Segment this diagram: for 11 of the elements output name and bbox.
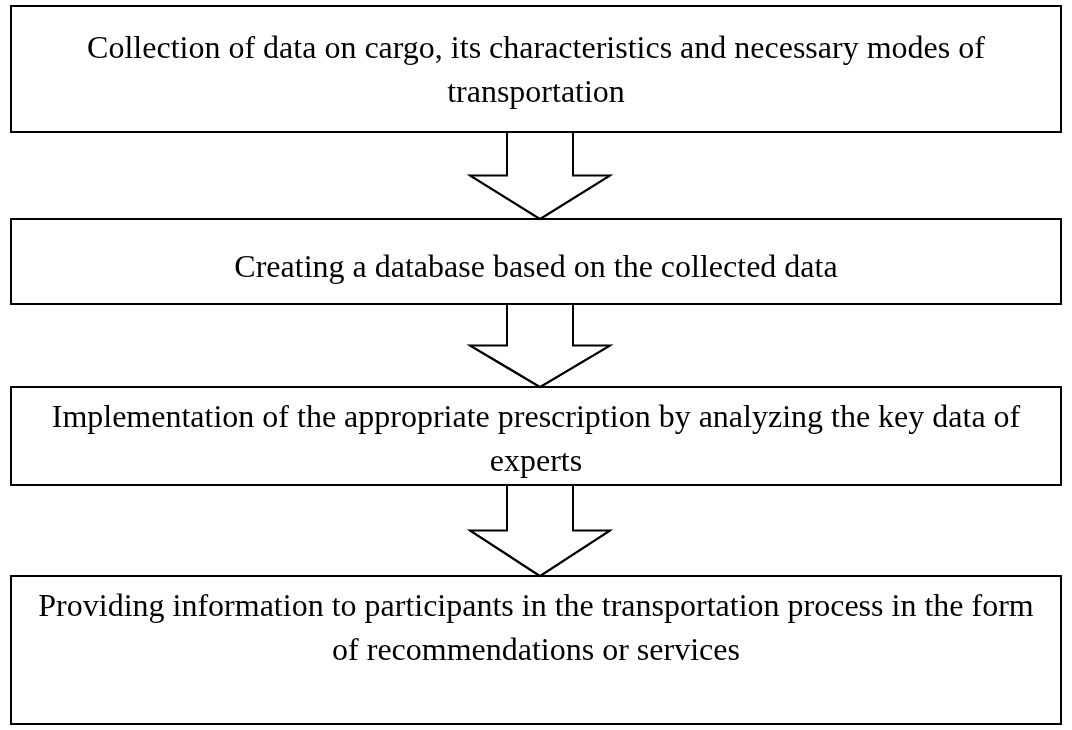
process-box: [10, 575, 1062, 725]
step-text: Providing information to participants in the transportation process in the form of recommendations or services: [37, 586, 1035, 669]
block-arrow: [466, 131, 614, 221]
step-text: Implementation of the appropriate prescription by analyzing the key data of experts: [50, 397, 1022, 480]
step-text: Creating a database based on the collected data: [234, 247, 838, 286]
block-arrow: [466, 484, 614, 578]
process-box: [10, 386, 1062, 486]
step-text: Collection of data on cargo, its characteristics and necessary modes of transportation: [86, 28, 986, 111]
block-arrow: [466, 303, 614, 389]
process-box: [10, 5, 1062, 133]
process-box: [10, 218, 1062, 305]
